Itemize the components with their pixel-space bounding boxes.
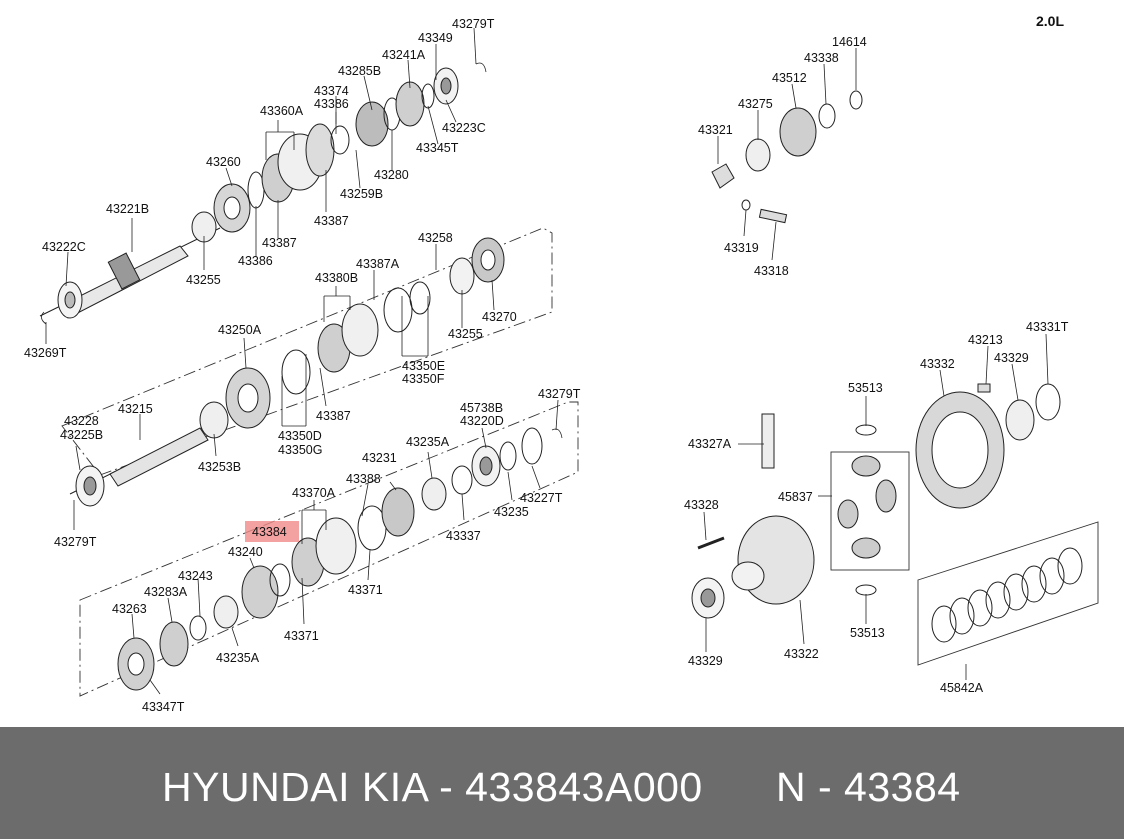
banner-brand-part-number: HYUNDAI KIA - 433843A000	[162, 764, 703, 810]
part-label: 43275	[738, 97, 773, 111]
part-number-banner: HYUNDAI KIA - 433843A000 N - 43384	[0, 727, 1124, 839]
part-label: 45738B	[460, 401, 503, 415]
part-label: 43235A	[216, 651, 260, 665]
shaft-row-1	[39, 62, 487, 325]
part-label: 43387	[314, 214, 349, 228]
part-label: 14614	[832, 35, 867, 49]
part-label: 43243	[178, 569, 213, 583]
part-label: 43215	[118, 402, 153, 416]
part-label: 43270	[482, 310, 517, 324]
differential-assembly	[691, 383, 1061, 619]
part-label: 43259B	[340, 187, 383, 201]
part-label: 43235	[494, 505, 529, 519]
part-label: 43388	[346, 472, 381, 486]
part-label: 43253B	[198, 460, 241, 474]
part-label: 43350E	[402, 359, 445, 373]
part-label: 43387	[262, 236, 297, 250]
part-label: 43347T	[142, 700, 185, 714]
part-label: 43337	[446, 529, 481, 543]
part-label: 43279T	[452, 17, 495, 31]
part-label: 43512	[772, 71, 807, 85]
part-label: 43223C	[442, 121, 486, 135]
part-label: 43332	[920, 357, 955, 371]
part-label: 43227T	[520, 491, 563, 505]
part-label: 43318	[754, 264, 789, 278]
part-label: 43374	[314, 84, 349, 98]
part-label: 43228	[64, 414, 99, 428]
part-label: 43250A	[218, 323, 262, 337]
part-label: 43371	[348, 583, 383, 597]
part-label: 43329	[688, 654, 723, 668]
part-label: 43387	[316, 409, 351, 423]
part-label: 43350G	[278, 443, 322, 457]
part-label: 43240	[228, 545, 263, 559]
highlighted-part-label[interactable]: 43384	[252, 525, 287, 539]
pinion-assembly	[711, 90, 863, 224]
pinion-set-frame	[830, 451, 910, 571]
part-label: 43221B	[106, 202, 149, 216]
part-label: 43231	[362, 451, 397, 465]
part-label: 45842A	[940, 681, 984, 695]
part-label: 43322	[784, 647, 819, 661]
part-label: 43279T	[54, 535, 97, 549]
part-label: 45837	[778, 490, 813, 504]
part-label: 43235A	[406, 435, 450, 449]
part-label: 43350F	[402, 372, 445, 386]
banner-reference-number: N - 43384	[776, 764, 961, 810]
part-label: 43225B	[60, 428, 103, 442]
part-label: 43386	[314, 97, 349, 111]
clutch-discs	[931, 547, 1083, 643]
part-label: 43269T	[24, 346, 67, 360]
leader-lines	[45, 27, 1049, 695]
part-label: 43280	[374, 168, 409, 182]
part-label: 43345T	[416, 141, 459, 155]
part-label: 53513	[850, 626, 885, 640]
shaft-row-2	[69, 237, 505, 507]
part-label: 43279T	[538, 387, 581, 401]
part-label: 43241A	[382, 48, 426, 62]
clutch-pack-frame	[917, 521, 1099, 666]
part-label: 43360A	[260, 104, 304, 118]
part-label: 43387A	[356, 257, 400, 271]
part-label: 43321	[698, 123, 733, 137]
part-label: 43349	[418, 31, 453, 45]
shaft-row-3	[117, 427, 563, 691]
part-label: 43255	[448, 327, 483, 341]
part-label: 43386	[238, 254, 273, 268]
part-label: 43338	[804, 51, 839, 65]
part-label: 43263	[112, 602, 147, 616]
part-label: 43220D	[460, 414, 504, 428]
part-label: 43327A	[688, 437, 732, 451]
part-label: 43260	[206, 155, 241, 169]
part-label: 43213	[968, 333, 1003, 347]
part-label: 43283A	[144, 585, 188, 599]
part-label: 43255	[186, 273, 221, 287]
group-frame-lower	[79, 401, 579, 697]
part-label: 43371	[284, 629, 319, 643]
part-label: 43350D	[278, 429, 322, 443]
part-label: 43328	[684, 498, 719, 512]
part-label: 53513	[848, 381, 883, 395]
part-label: 43319	[724, 241, 759, 255]
exploded-parts-diagram: 2.0L 43279T 43349 43241A 43285B 43374 43…	[24, 13, 1099, 714]
part-label: 43222C	[42, 240, 86, 254]
part-label: 43331T	[1026, 320, 1069, 334]
part-labels: 2.0L 43279T 43349 43241A 43285B 43374 43…	[24, 13, 1069, 714]
engine-label: 2.0L	[1036, 13, 1064, 29]
part-label: 43258	[418, 231, 453, 245]
part-label: 43329	[994, 351, 1029, 365]
highlight-box	[245, 521, 299, 542]
part-label: 43380B	[315, 271, 358, 285]
part-label: 43285B	[338, 64, 381, 78]
part-label: 43370A	[292, 486, 336, 500]
